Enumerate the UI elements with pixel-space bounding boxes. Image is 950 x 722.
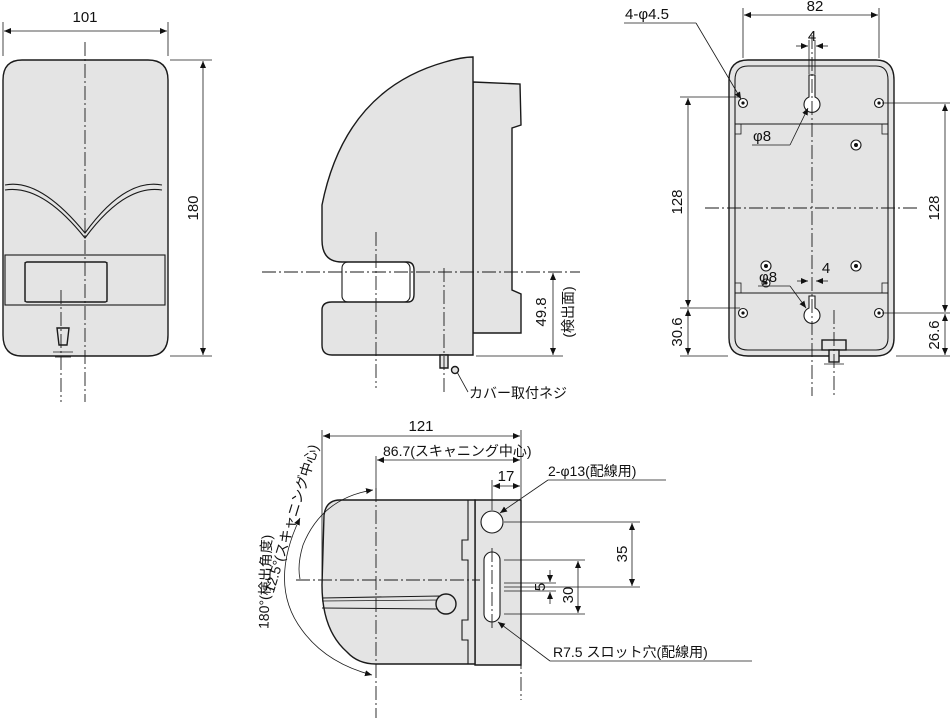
top-detect-angle-dim: 180°(検出角度) [255,534,274,629]
front-cover-screw [56,327,70,346]
rear-width-dim: 82 [807,0,824,15]
rear-screw [850,260,862,272]
side-cover-screw-label: カバー取付ネジ [469,385,567,401]
front-view: 101 180 [2,9,212,402]
top-slot-30-dim: 30 [560,587,577,604]
rear-screw [761,278,771,288]
front-sensor-window [4,254,166,306]
side-detect-height-dim: 49.8 [533,297,550,326]
rear-right-bottom-dim: 26.6 [926,320,943,349]
rear-view: 82 4 4-φ4.5 φ8 φ8 4 128 30.6 [624,0,950,396]
top-slot-label: R7.5 スロット穴(配線用) [553,644,708,660]
top-wiring-hole [480,510,504,534]
side-back-plate [472,81,522,334]
top-slot-5-dim: 5 [532,583,549,591]
rear-bottom-hole-dia: φ8 [759,269,777,286]
front-width-dim: 101 [72,9,97,26]
rear-left-pitch-dim: 128 [669,189,686,214]
top-lens-circle [435,593,457,615]
front-lens [24,261,108,303]
rear-top-hole-dia: φ8 [753,128,771,145]
top-pitch-35-dim: 35 [614,546,631,563]
side-housing [321,56,474,356]
rear-screw [760,260,772,272]
rear-holes-label: 4-φ4.5 [625,6,669,23]
top-housing [321,499,476,665]
top-rear-offset-dim: 17 [498,468,515,485]
front-height-dim: 180 [185,195,202,220]
rear-right-pitch-dim: 128 [926,195,943,220]
top-scan-center-dim: 86.7(スキャニング中心) [383,443,532,459]
rear-left-bottom-dim: 30.6 [669,317,686,346]
top-wiring-holes-label: 2-φ13(配線用) [548,463,636,479]
top-view: 121 86.7(スキャニング中心) 17 2-φ13(配線用) 35 5 30 [255,418,752,718]
rear-keyhole-top [803,74,821,113]
rear-screw [850,139,862,151]
side-detect-face-note: (検出面) [560,286,576,337]
side-view: 49.8 (検出面) カバー取付ネジ [262,56,580,401]
top-depth-dim: 121 [408,418,433,435]
front-hood-curve [4,183,163,234]
front-housing [2,59,169,357]
rear-slot-bottom-dim: 4 [822,260,830,277]
rear-mount-hole [737,97,749,109]
rear-slot-top-dim: 4 [808,28,816,45]
rear-mount-hole [737,307,749,319]
